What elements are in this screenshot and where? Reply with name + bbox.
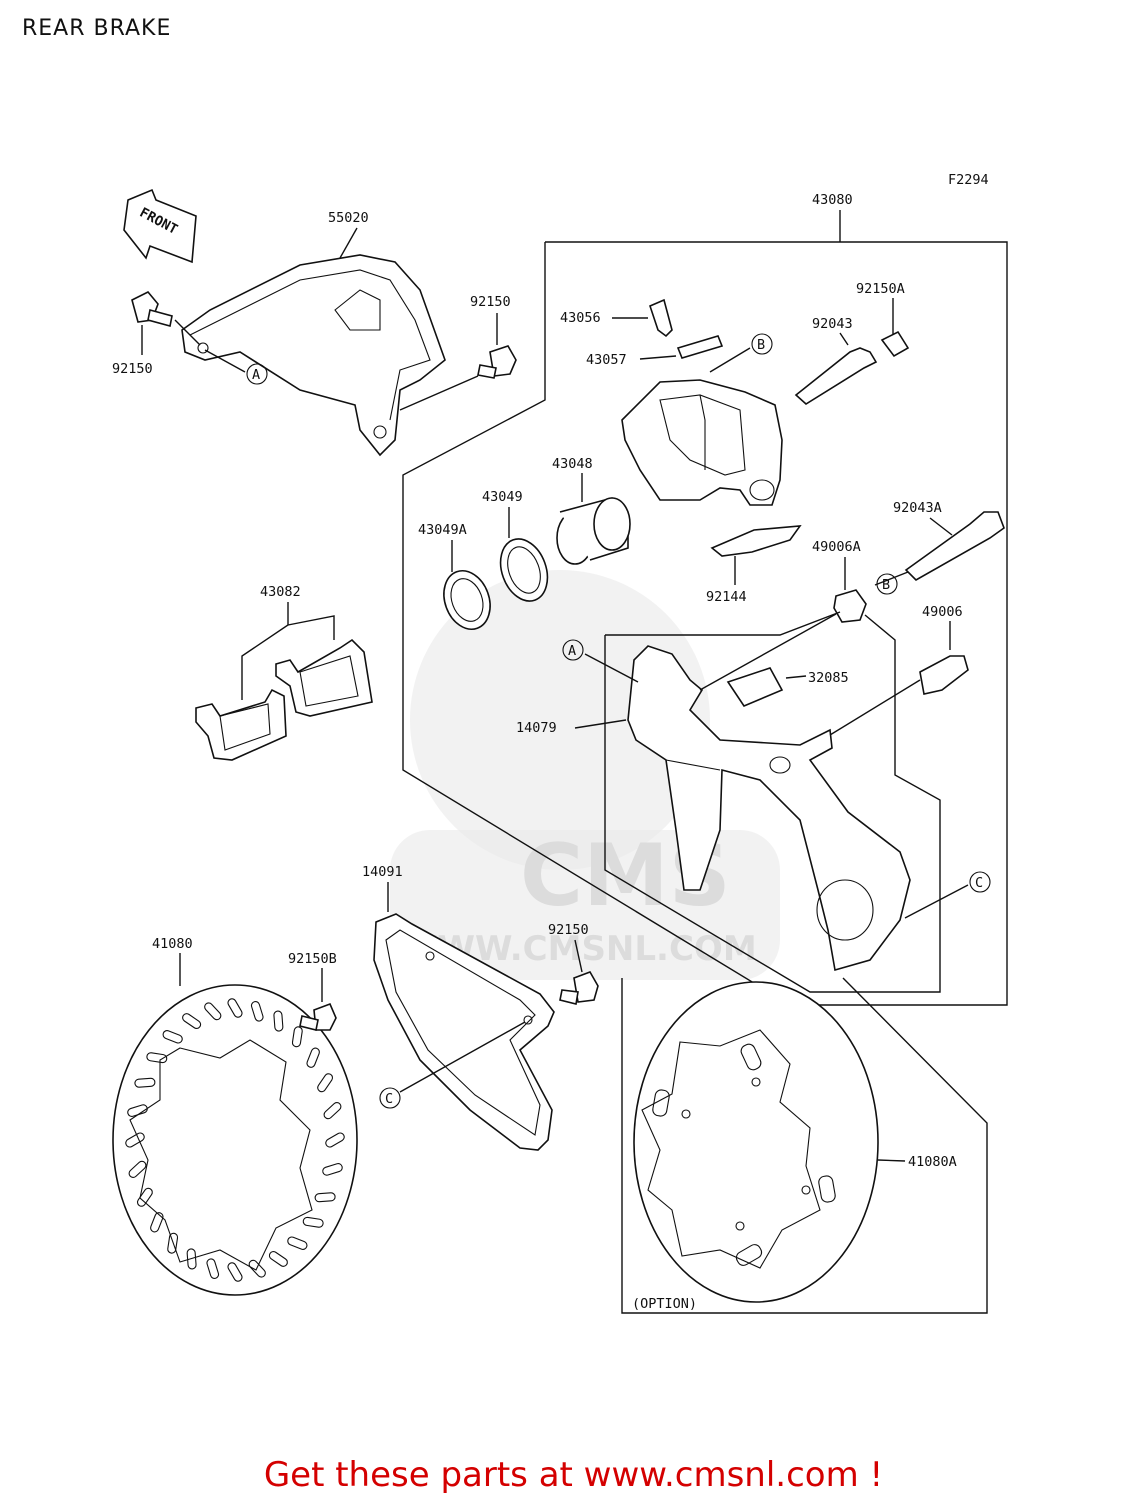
disc-slot [322, 1163, 343, 1176]
disc-slot [291, 1026, 303, 1048]
label-14091: 14091 [362, 864, 403, 880]
ref-a-mid: A [568, 643, 576, 659]
label-49006: 49006 [922, 604, 963, 620]
label-92150-left: 92150 [112, 361, 153, 377]
page-title: REAR BRAKE [22, 16, 172, 41]
disc-slot [136, 1187, 153, 1207]
brake-disc-41080 [112, 984, 358, 1296]
disc-slot [204, 1002, 222, 1021]
disc-slot [227, 998, 243, 1018]
disc-slot [325, 1132, 345, 1148]
label-43080: 43080 [812, 192, 853, 208]
label-55020: 55020 [328, 210, 369, 226]
label-92150-mid: 92150 [470, 294, 511, 310]
disc-guard-14091 [373, 913, 555, 1151]
brake-guard-55020 [181, 254, 446, 457]
brake-disc-41080A [633, 981, 879, 1303]
disc-slot [248, 1259, 266, 1278]
disc-slot [227, 1262, 243, 1282]
label-14079: 14079 [516, 720, 557, 736]
label-43056: 43056 [560, 310, 601, 326]
disc-slot [306, 1047, 320, 1068]
footer-link-text[interactable]: Get these parts at www.cmsnl.com ! [263, 1455, 884, 1495]
disc-slot [162, 1030, 183, 1044]
disc-slot [167, 1232, 179, 1254]
caliper-bracket-14079 [627, 645, 911, 972]
ref-c-right: C [975, 875, 983, 891]
disc-slot [323, 1101, 342, 1120]
bolt-92150-mid [477, 345, 517, 379]
seal-43049 [499, 538, 549, 602]
bolt-92150B [299, 1002, 337, 1031]
label-32085: 32085 [808, 670, 849, 686]
caliper-body [621, 379, 783, 506]
disc-slot [146, 1052, 168, 1064]
label-43049A: 43049A [418, 522, 467, 538]
disc-slot [302, 1216, 324, 1228]
disc-slot [287, 1236, 308, 1250]
disc-slot [268, 1250, 288, 1267]
disc-slot [127, 1104, 148, 1117]
label-49006A: 49006A [812, 539, 861, 555]
brake-pad-right [275, 638, 373, 717]
bolt-92150-left [131, 291, 173, 327]
label-92150-low: 92150 [548, 922, 589, 938]
seal-43049A [443, 570, 491, 630]
label-41080: 41080 [152, 936, 193, 952]
label-43082: 43082 [260, 584, 301, 600]
label-92043A: 92043A [893, 500, 942, 516]
piston-43048 [556, 497, 631, 565]
disc-slot [206, 1258, 220, 1279]
ref-b-mid: B [882, 577, 890, 593]
disc-slot [186, 1248, 197, 1270]
label-43049: 43049 [482, 489, 523, 505]
label-92144: 92144 [706, 589, 747, 605]
label-43048: 43048 [552, 456, 593, 472]
disc-slot [150, 1212, 164, 1233]
ref-a-top: A [252, 367, 260, 383]
label-92043: 92043 [812, 316, 853, 332]
disc-slot [250, 1001, 264, 1022]
disc-slot [314, 1192, 336, 1203]
ref-b-top: B [757, 337, 765, 353]
label-92150B: 92150B [288, 951, 337, 967]
disc-slot [182, 1013, 202, 1030]
disc-slot [134, 1077, 156, 1088]
option-label: (OPTION) [632, 1296, 697, 1312]
disc-slot [125, 1132, 145, 1148]
bolt-92150-low [559, 971, 599, 1005]
label-41080A: 41080A [908, 1154, 957, 1170]
label-92150A: 92150A [856, 281, 905, 297]
label-43057: 43057 [586, 352, 627, 368]
figure-code: F2294 [948, 172, 989, 188]
front-arrow-icon: FRONT [123, 188, 197, 264]
disc-slot [273, 1010, 284, 1032]
disc-slot [317, 1073, 334, 1093]
ref-c-left: C [385, 1091, 393, 1107]
disc-slot [128, 1160, 147, 1179]
brake-pad-left [195, 688, 287, 761]
